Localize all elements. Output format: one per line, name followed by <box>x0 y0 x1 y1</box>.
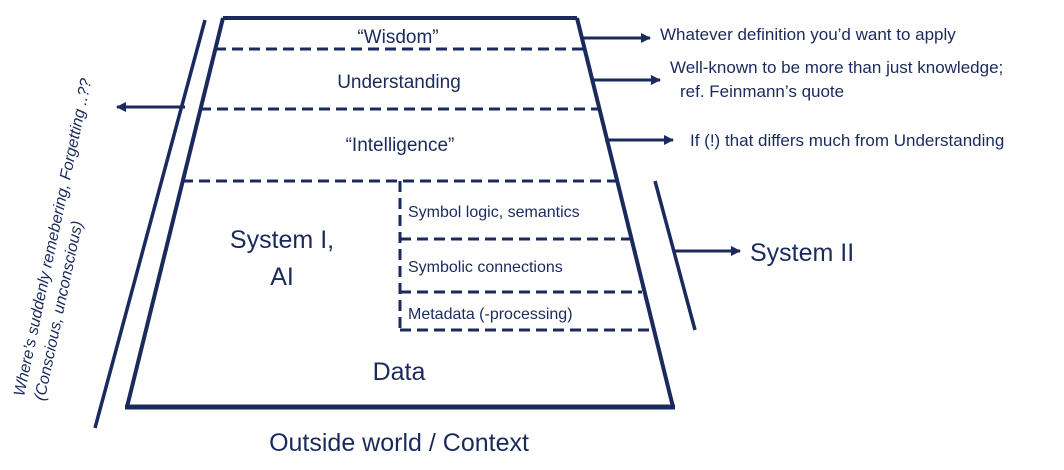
understanding-note-line2: ref. Feinmann’s quote <box>680 82 844 101</box>
pyramid-left-edge <box>125 17 225 408</box>
layer-intelligence-label: “Intelligence” <box>346 135 455 156</box>
layer-system1-label-line2: AI <box>270 263 294 291</box>
layer-understanding-label: Understanding <box>337 72 461 93</box>
layer-wisdom-label: “Wisdom” <box>357 27 438 48</box>
layer-data-label: Data <box>373 358 426 386</box>
intelligence-note: If (!) that differs much from Understand… <box>690 131 1004 150</box>
outside-world-label: Outside world / Context <box>269 429 529 457</box>
pyramid-right-edge <box>575 17 675 408</box>
system2-label: System II <box>750 239 854 267</box>
understanding-note-line1: Well-known to be more than just knowledg… <box>670 58 1003 77</box>
subbox-symbolic-connections-label: Symbolic connections <box>408 259 563 276</box>
left-context-line <box>93 19 207 429</box>
layer-system1-label-line1: System I, <box>230 226 334 254</box>
left-note-group: Where’s suddenly remebering, Forgetting … <box>11 77 95 402</box>
wisdom-note: Whatever definition you’d want to apply <box>660 25 956 44</box>
subbox-symbol-logic-label: Symbol logic, semantics <box>408 204 580 221</box>
subbox-metadata-label: Metadata (-processing) <box>408 306 573 323</box>
system2-bracket <box>653 180 697 331</box>
